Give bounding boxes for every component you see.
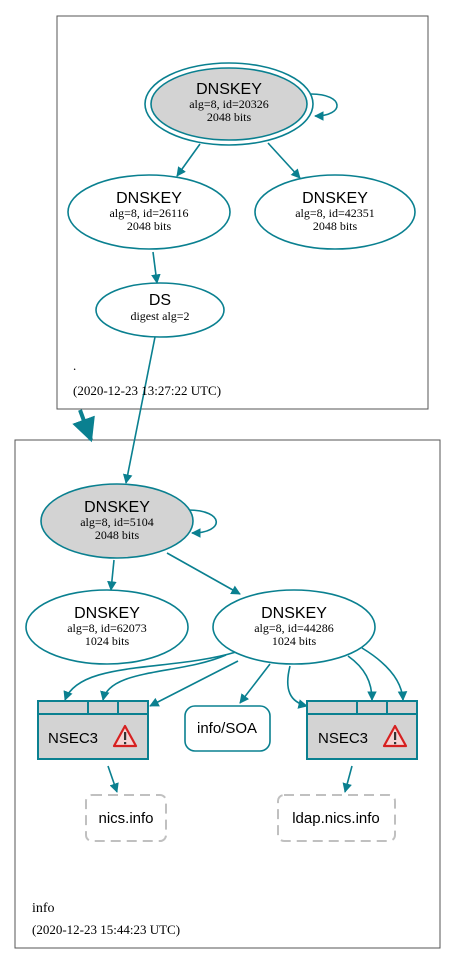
info-zsk2-line2: 1024 bits: [272, 634, 317, 648]
node-root-ksk[interactable]: DNSKEY alg=8, id=20326 2048 bits: [144, 62, 314, 146]
edge-info-ksk-self: [187, 509, 218, 538]
root-zsk2-title: DNSKEY: [302, 190, 368, 207]
edge-zsk2-soa: [239, 663, 271, 704]
edge-delegation: [72, 409, 95, 443]
zone-info-timestamp: (2020-12-23 15:44:23 UTC): [32, 922, 180, 937]
node-info-soa[interactable]: info/SOA: [184, 705, 271, 752]
edge-zsk2-nsec3a-1: [63, 651, 237, 701]
edge-zsk2-nsec3b-2: [347, 655, 377, 701]
info-zsk1-line1: alg=8, id=62073: [67, 621, 147, 635]
ldap-nics-info-label: ldap.nics.info: [292, 810, 380, 827]
nsec3-b-label: NSEC3: [318, 730, 368, 747]
root-zsk1-title: DNSKEY: [116, 190, 182, 207]
edge-info-ksk-zsk1: [107, 559, 117, 591]
root-zsk1-line2: 2048 bits: [127, 219, 172, 233]
info-ksk-title: DNSKEY: [84, 499, 150, 516]
nsec3-a-label: NSEC3: [48, 730, 98, 747]
node-root-zsk2[interactable]: DNSKEY alg=8, id=42351 2048 bits: [254, 174, 416, 250]
zone-info-box: [14, 439, 441, 949]
edge-root-ksk-self: [310, 93, 338, 121]
node-ldap-nics-info[interactable]: ldap.nics.info: [277, 794, 396, 842]
node-nsec3-a[interactable]: NSEC3: [37, 700, 149, 760]
root-zsk2-line1: alg=8, id=42351: [295, 206, 375, 220]
zone-info-name: info: [32, 901, 55, 916]
warning-icon: [382, 724, 408, 748]
node-info-zsk2[interactable]: DNSKEY alg=8, id=44286 1024 bits: [212, 589, 376, 665]
info-zsk2-line1: alg=8, id=44286: [254, 621, 334, 635]
edge-info-ksk-zsk2: [166, 552, 241, 595]
edge-nsec3b-ldap: [342, 765, 353, 793]
edge-root-ksk-zsk1: [176, 143, 201, 177]
node-info-zsk1[interactable]: DNSKEY alg=8, id=62073 1024 bits: [25, 589, 189, 665]
root-zsk1-line1: alg=8, id=26116: [109, 206, 188, 220]
root-ds-line1: digest alg=2: [130, 309, 189, 323]
info-soa-label: info/SOA: [197, 720, 257, 737]
zone-root-box: [56, 15, 429, 410]
root-zsk2-line2: 2048 bits: [313, 219, 358, 233]
info-zsk2-title: DNSKEY: [261, 605, 327, 622]
edge-zsk2-nsec3b-1: [286, 665, 308, 709]
edge-root-zsk1-ds: [151, 251, 161, 284]
info-ksk-line2: 2048 bits: [95, 528, 140, 542]
node-nsec3-b[interactable]: NSEC3: [306, 700, 418, 760]
root-ds-title: DS: [149, 292, 171, 309]
edge-root-ksk-zsk2: [267, 142, 301, 179]
zone-root-name: .: [73, 358, 76, 373]
info-ksk-line1: alg=8, id=5104: [80, 515, 154, 529]
zone-root-timestamp: (2020-12-23 13:27:22 UTC): [73, 383, 221, 398]
root-ksk-title: DNSKEY: [196, 81, 262, 98]
edge-zsk2-nsec3a-3: [149, 660, 239, 707]
node-root-zsk1[interactable]: DNSKEY alg=8, id=26116 2048 bits: [67, 174, 231, 250]
node-info-ksk[interactable]: DNSKEY alg=8, id=5104 2048 bits: [40, 483, 194, 559]
warning-icon: [112, 724, 138, 748]
root-ksk-line1: alg=8, id=20326: [189, 97, 269, 111]
root-ksk-line2: 2048 bits: [207, 110, 252, 124]
info-zsk1-line2: 1024 bits: [85, 634, 130, 648]
nics-info-label: nics.info: [98, 810, 153, 827]
edge-zsk2-nsec3b-3: [361, 647, 408, 701]
info-zsk1-title: DNSKEY: [74, 605, 140, 622]
edge-ds-info-ksk: [122, 336, 156, 484]
node-nics-info[interactable]: nics.info: [85, 794, 167, 842]
node-root-ds[interactable]: DS digest alg=2: [95, 282, 225, 338]
edge-zsk2-nsec3a-2: [100, 654, 227, 701]
edge-nsec3a-nics: [107, 765, 119, 793]
